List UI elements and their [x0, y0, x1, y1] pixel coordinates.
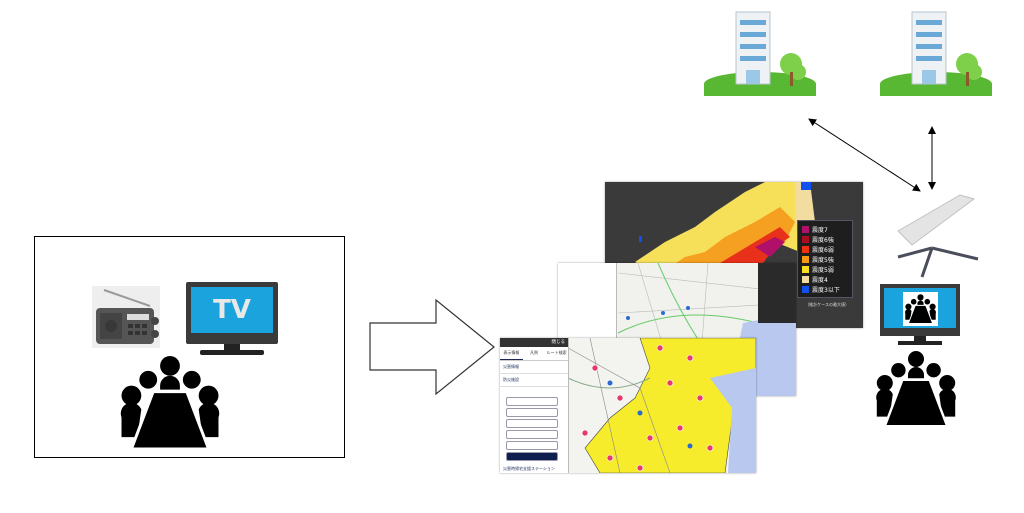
legend-label: 震度3以下: [812, 286, 840, 294]
section-facilities[interactable]: 防災施設: [500, 374, 568, 387]
satellite-dish-icon: [897, 194, 979, 278]
intensity-legend: 震度7 震度6強震度6弱震度5強震度5弱震度4 震度3以下: [797, 220, 853, 298]
hazard-map-window: 閉じる 表示情報 凡例 ルート検索 災害情報 防災施設 災害時帰宅支援ステーション: [500, 338, 756, 473]
broadcast-viewing-box: [34, 236, 345, 458]
facility-button[interactable]: [506, 397, 558, 406]
right-arrow-icon: [369, 298, 495, 396]
section-disaster-info[interactable]: 災害情報: [500, 361, 568, 374]
legend-label: 震度5弱: [812, 266, 834, 274]
legend-item: 震度5弱: [802, 264, 848, 274]
meeting-group-icon: [905, 294, 936, 324]
television-icon: TV: [186, 282, 278, 357]
tab-1[interactable]: 凡例: [530, 350, 538, 355]
legend-label: 震度5強: [812, 256, 834, 264]
facility-button[interactable]: [506, 419, 558, 428]
legend-item: 震度6強: [802, 234, 848, 244]
legend-item: 震度7: [802, 224, 848, 234]
legend-swatch: [802, 245, 809, 253]
legend-swatch: [802, 285, 809, 293]
facility-button-selected[interactable]: [506, 452, 558, 461]
legend-item: 震度4: [802, 274, 848, 284]
legend-swatch: [802, 275, 809, 283]
tab-0[interactable]: 表示情報: [500, 347, 523, 360]
map-side-panel: 閉じる 表示情報 凡例 ルート検索 災害情報 防災施設 災害時帰宅支援ステーション: [500, 338, 569, 473]
legend-label: 震度6弱: [812, 246, 834, 254]
legend-swatch: [802, 225, 809, 233]
legend-item: 震度6弱: [802, 244, 848, 254]
legend-item: 震度5強: [802, 254, 848, 264]
section-return-support[interactable]: 災害時帰宅支援ステーション: [500, 463, 568, 473]
video-conference-monitor-icon: [880, 284, 960, 346]
legend-swatch: [802, 265, 809, 273]
legend-swatch: [802, 255, 809, 263]
radio-icon: [92, 286, 160, 348]
legend-note: （推計ケースの最大値）: [805, 302, 849, 307]
legend-label: 震度7: [812, 226, 828, 234]
facility-button[interactable]: [506, 441, 558, 450]
legend-label: 震度4: [812, 276, 828, 284]
facility-button[interactable]: [506, 408, 558, 417]
legend-item: 震度3以下: [802, 284, 848, 294]
close-panel-button[interactable]: 閉じる: [500, 338, 568, 347]
facility-button[interactable]: [506, 430, 558, 439]
legend-swatch: [802, 235, 809, 243]
tv-label: TV: [191, 287, 273, 333]
tab-2[interactable]: ルート検索: [546, 350, 567, 355]
legend-label: 震度6強: [812, 236, 834, 244]
meeting-group-icon: [873, 351, 959, 427]
